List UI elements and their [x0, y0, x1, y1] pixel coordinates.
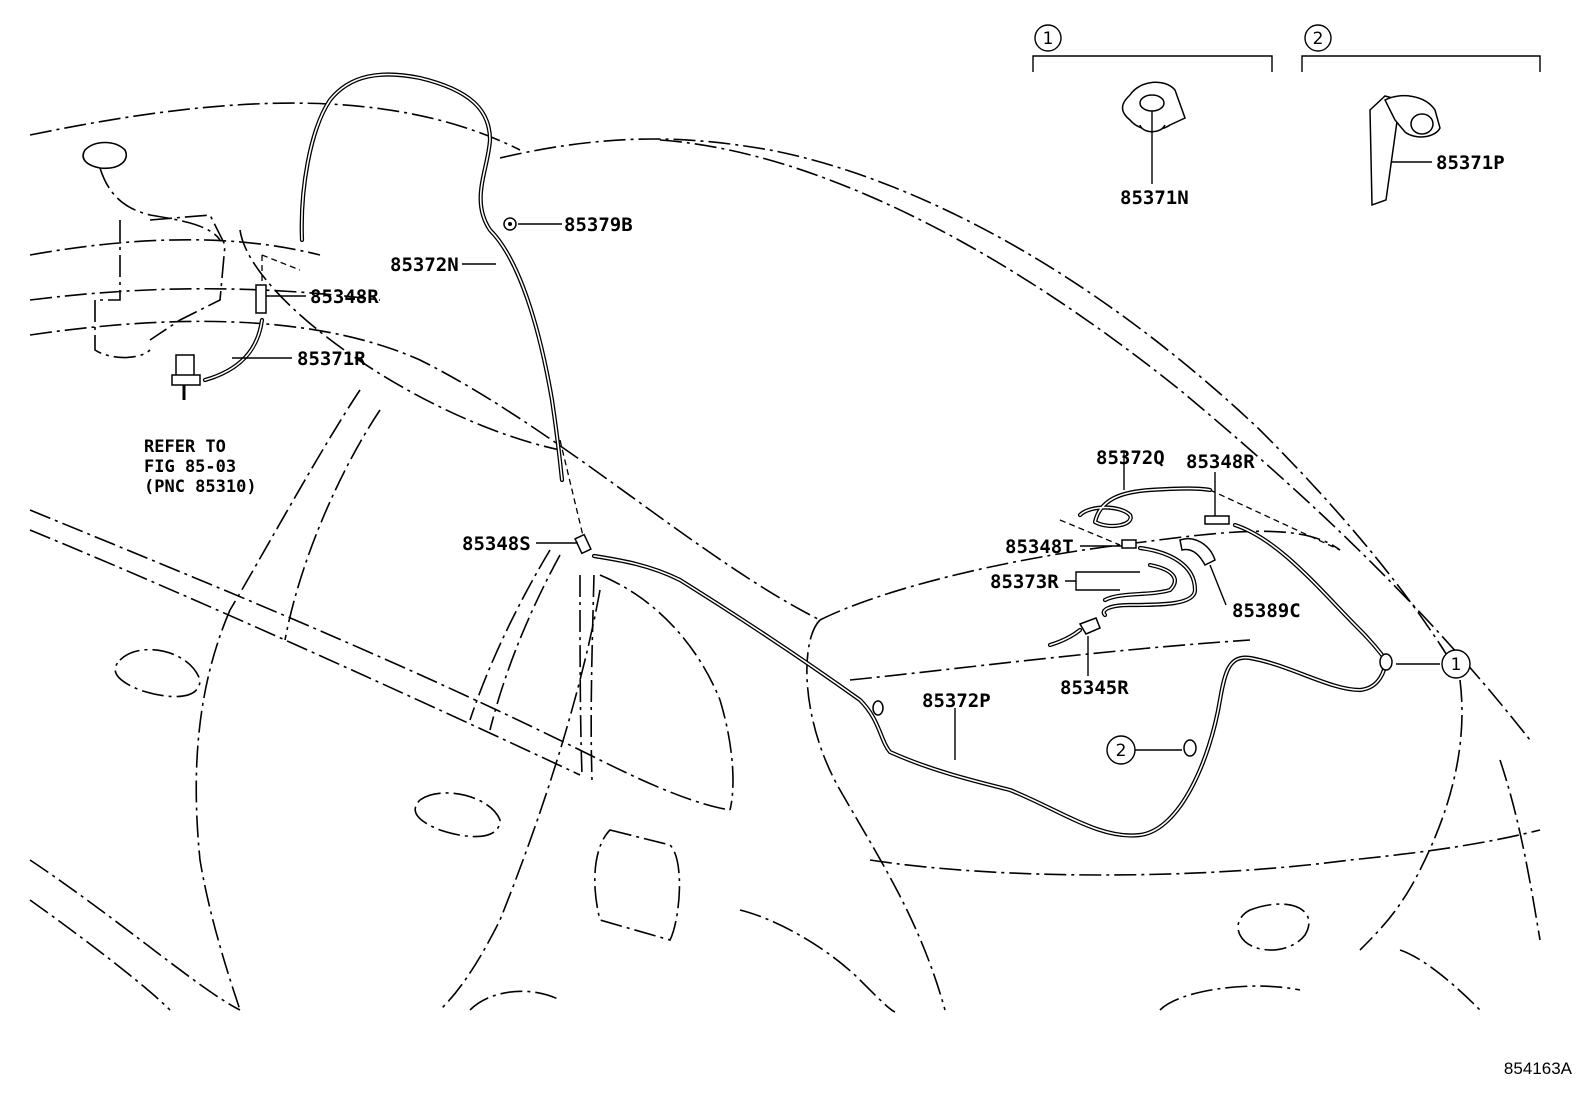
detail-2-circle	[1304, 24, 1332, 52]
joint-85348R-top	[255, 284, 267, 314]
label-85389C: 85389C	[1232, 600, 1301, 622]
marker-2: 2	[1106, 735, 1136, 765]
label-85348R-right: 85348R	[1186, 451, 1255, 473]
parts	[171, 217, 1393, 757]
marker-1: 1	[1441, 649, 1471, 679]
reference-note: REFER TO FIG 85-03 (PNC 85310)	[144, 437, 257, 497]
joint-85348T	[1121, 539, 1137, 549]
hose-85372N	[299, 72, 565, 483]
detail-2-number: 2	[1313, 29, 1324, 49]
label-85371N: 85371N	[1120, 187, 1189, 209]
nozzle-85371N	[1121, 81, 1186, 138]
clip-ring-1	[1379, 653, 1393, 671]
figure-id: 854163A	[1504, 1059, 1573, 1078]
hose-85372Q	[1077, 486, 1213, 529]
label-85372Q: 85372Q	[1096, 447, 1165, 469]
hose-85348R-to-1	[1232, 522, 1389, 663]
joint-85348R-right	[1204, 515, 1230, 525]
hose-85373R	[1101, 545, 1198, 618]
marker-1-text: 1	[1451, 655, 1462, 675]
label-85371P: 85371P	[1436, 152, 1505, 174]
hose-85371R-line	[202, 317, 265, 383]
label-85348R-top: 85348R	[310, 286, 379, 308]
pump-85371R-base	[171, 374, 201, 386]
note-line-2: FIG 85-03	[144, 457, 236, 477]
label-85373R: 85373R	[990, 571, 1059, 593]
nozzle-85371P	[1369, 94, 1441, 207]
detail-1-bracket	[1032, 55, 1273, 72]
marker-2-text: 2	[1116, 741, 1127, 761]
clip-ring-85372P	[872, 700, 884, 716]
joint-85348S	[574, 533, 592, 555]
marker-1-circle	[1441, 649, 1471, 679]
nozzle-85345R	[1078, 617, 1101, 635]
label-85372N: 85372N	[390, 254, 459, 276]
marker-2-circle	[1106, 735, 1136, 765]
note-line-1: REFER TO	[144, 437, 226, 457]
hose-85345R-line	[1047, 627, 1083, 648]
detail-1: 1	[1032, 24, 1273, 138]
clip-ring-2	[1183, 739, 1197, 757]
note-line-3: (PNC 85310)	[144, 477, 257, 497]
label-85379B: 85379B	[564, 214, 633, 236]
clip-85379B-dot	[508, 222, 512, 226]
label-85348S: 85348S	[462, 533, 531, 555]
detail-1-circle	[1034, 24, 1062, 52]
callout-labels: 85379B 85372N 85348R 85371R 85348S 85372…	[297, 152, 1505, 712]
dashed-guides	[261, 254, 1341, 551]
label-85372P: 85372P	[922, 690, 991, 712]
label-85371R: 85371R	[297, 348, 366, 370]
label-85345R: 85345R	[1060, 677, 1129, 699]
detail-1-number: 1	[1043, 29, 1054, 49]
detail-2: 2	[1301, 24, 1541, 207]
detail-2-bracket	[1301, 55, 1541, 72]
part-85389C	[1179, 538, 1216, 566]
label-85348T: 85348T	[1005, 536, 1074, 558]
hose-85372P	[591, 553, 1389, 838]
vehicle-body-outline	[29, 102, 1541, 1013]
leader-lines	[232, 138, 1440, 760]
